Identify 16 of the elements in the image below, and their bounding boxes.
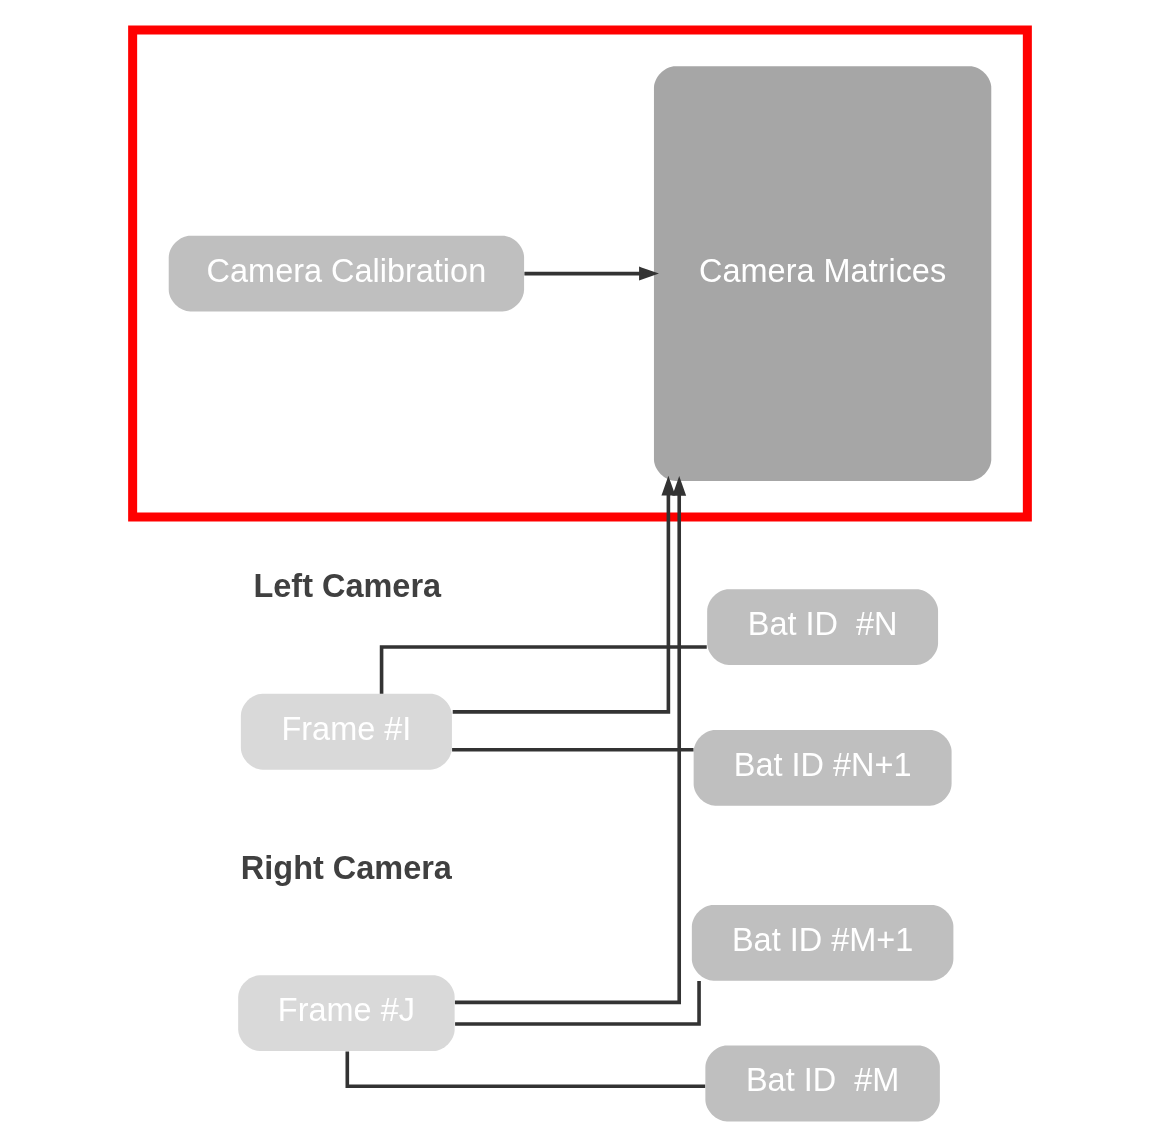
arrow: [454, 475, 687, 1005]
node-box: Bat ID #M+1: [691, 904, 954, 981]
arrow: [524, 266, 659, 281]
connector: [379, 645, 707, 694]
connector: [345, 1051, 706, 1088]
node-box: Bat ID #N: [707, 589, 939, 665]
arrow: [452, 475, 676, 714]
cluster: [128, 25, 1032, 522]
connector: [452, 748, 694, 752]
node-box: Camera Matrices: [653, 66, 992, 481]
node-box: Camera Calibration: [168, 235, 525, 312]
node-box: Bat ID #N+1: [693, 729, 952, 806]
connector: [455, 981, 701, 1026]
node-label: Left Camera: [253, 568, 442, 605]
node-box: Bat ID #M: [705, 1045, 940, 1122]
node-label: Right Camera: [240, 849, 452, 886]
